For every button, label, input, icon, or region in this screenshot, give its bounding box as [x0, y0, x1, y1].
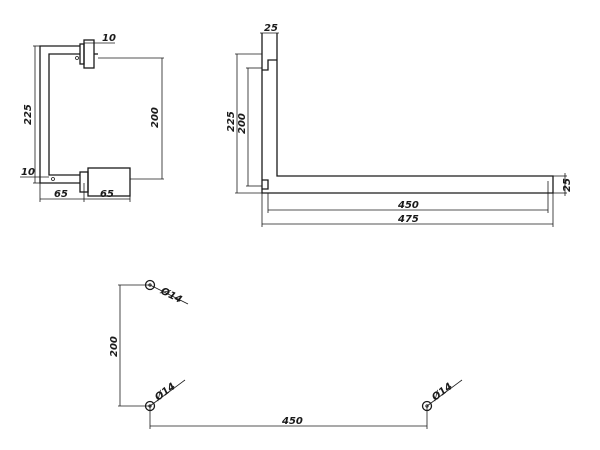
front-top-hole	[75, 56, 79, 60]
front-dim-65-left-text: 65	[54, 189, 68, 200]
front-handle-outer	[39, 45, 80, 184]
front-bottom-fixing	[87, 167, 131, 197]
front-view: 10 225 200 10 65 65	[20, 33, 164, 202]
front-bottom-hole	[51, 177, 55, 181]
corner-dim-25-right-text: 25	[562, 178, 573, 192]
corner-view: 25 225 200 25 450 475	[226, 23, 573, 227]
hole-top-leader	[149, 284, 189, 305]
corner-dim-200-text: 200	[237, 113, 248, 134]
hole-bottom-left-label: Ø14	[152, 380, 178, 404]
corner-handle-foot	[262, 179, 269, 190]
front-top-cap	[83, 39, 95, 69]
corner-handle-inner	[262, 59, 277, 71]
front-handle-inner	[48, 53, 80, 176]
corner-dim-450-text: 450	[397, 200, 419, 211]
hole-bottom-right-leader	[426, 379, 463, 407]
hole-bottom-left-leader	[149, 379, 186, 407]
hole-plan: Ø14 Ø14 Ø14 200 450	[109, 279, 463, 429]
hole-bottom-right-label: Ø14	[429, 380, 455, 404]
front-dim-225-text: 225	[23, 104, 34, 125]
front-dim-10-top-text: 10	[102, 33, 116, 44]
front-dim-65-right-text: 65	[100, 189, 114, 200]
front-dim-200-text: 200	[150, 107, 161, 128]
corner-dim-475-text: 475	[397, 214, 419, 225]
front-dim-10-bottom-text: 10	[21, 167, 35, 178]
corner-handle-outer	[261, 33, 554, 194]
corner-dim-225-text: 225	[226, 111, 237, 132]
hole-dim-200-text: 200	[109, 336, 120, 357]
corner-dim-25-top-text: 25	[264, 23, 278, 34]
hole-dim-450-text: 450	[281, 416, 303, 427]
hole-top-label: Ø14	[158, 285, 184, 306]
